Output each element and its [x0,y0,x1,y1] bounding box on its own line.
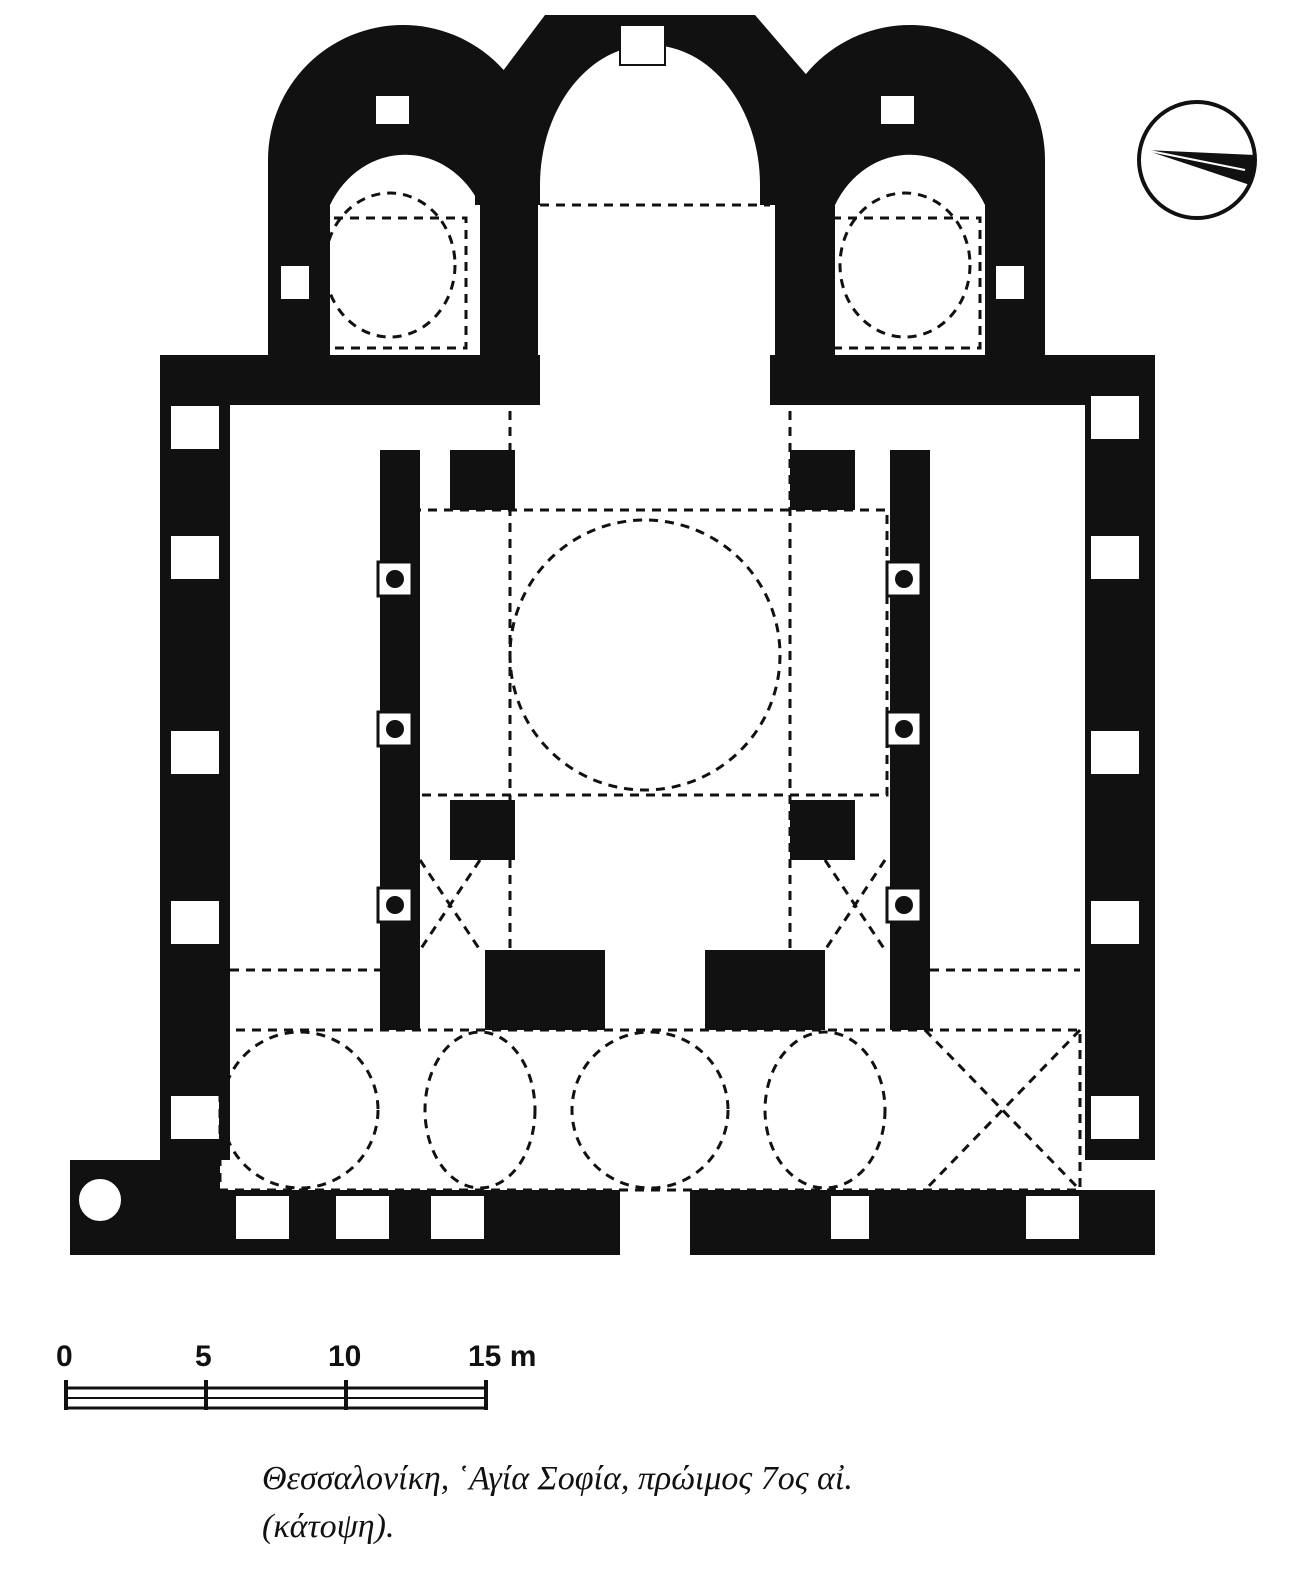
scale-label-5: 5 [195,1340,212,1373]
walls [70,15,1155,1255]
scale-label-10: 10 [328,1340,362,1373]
scale-bar [64,1380,488,1410]
caption-line-2: (κάτοψη). [262,1508,395,1545]
scale-label-0: 0 [56,1340,73,1373]
north-arrow-icon [1137,100,1257,220]
vault-outlines [218,191,1082,1192]
scale-label-15: 15 m [468,1340,537,1373]
column-markers [376,560,923,924]
caption-line-1: Θεσσαλονίκη, ῾Αγία Σοφία, πρώιμος 7ος αἰ… [262,1460,853,1497]
window-openings [77,24,1141,1241]
